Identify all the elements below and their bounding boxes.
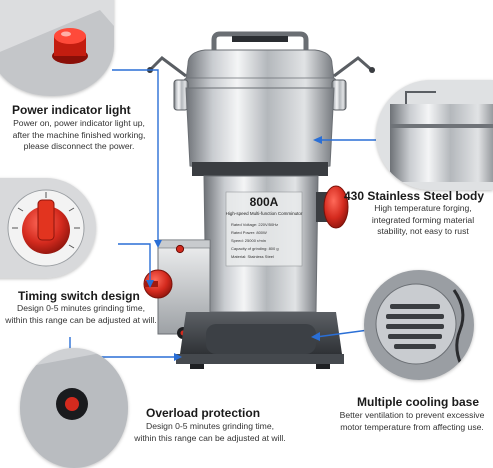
overload-callout bbox=[20, 348, 128, 468]
overload-button-icon[interactable] bbox=[56, 388, 88, 420]
steel-body-line-3: stability, not easy to rust bbox=[377, 226, 469, 236]
steel-body-line-2: integrated forming material bbox=[371, 214, 475, 225]
latch-clamp-right[interactable] bbox=[331, 56, 375, 111]
power-light-title: Power indicator light bbox=[12, 103, 131, 117]
cooling-base-desc: Better ventilation to prevent excessive … bbox=[334, 410, 490, 433]
pointer-arrowheads bbox=[146, 136, 322, 361]
steel-body-line-1: High temperature forging, bbox=[374, 203, 472, 213]
overload-title: Overload protection bbox=[146, 406, 261, 420]
nameplate-line: Capacity of grinding: 800 g bbox=[231, 246, 279, 251]
timing-switch-desc: Design 0-5 minutes grinding time, within… bbox=[2, 303, 160, 326]
plate-title: High-speed Multi-function Comminutor bbox=[226, 211, 303, 216]
steel-body-desc: High temperature forging, integrated for… bbox=[356, 203, 490, 238]
cooling-line-2: motor temperature from affecting use. bbox=[340, 421, 484, 432]
latch-clamp-left[interactable] bbox=[146, 56, 189, 111]
power-light bbox=[175, 244, 185, 254]
power-light-callout bbox=[0, 0, 114, 96]
steel-body-callout bbox=[376, 80, 493, 190]
grinding-bowl bbox=[185, 87, 335, 176]
power-light-line-2: after the machine finished working, bbox=[12, 129, 146, 140]
nameplate-line: Material: Stainless Steel bbox=[231, 254, 274, 259]
steel-body-title: 430 Stainless Steel body bbox=[344, 189, 485, 203]
overload-line-1: Design 0-5 minutes grinding time, bbox=[145, 421, 274, 431]
model-label: 800A bbox=[250, 195, 279, 209]
timing-switch-title: Timing switch design bbox=[18, 289, 140, 303]
motor-body bbox=[203, 175, 319, 313]
side-knob[interactable] bbox=[316, 185, 349, 229]
timing-line-2: within this range can be adjusted at wil… bbox=[5, 314, 157, 325]
timing-line-1: Design 0-5 minutes grinding time, bbox=[16, 303, 145, 313]
overload-line-2: within this range can be adjusted at wil… bbox=[134, 432, 286, 443]
power-light-icon bbox=[52, 28, 88, 64]
timer-dial-ticks bbox=[12, 192, 80, 249]
cooling-base-callout bbox=[364, 270, 474, 380]
nameplate-line: Rated Power: 800W bbox=[231, 230, 267, 235]
nameplate-line: Speed: 25000 r/min bbox=[231, 238, 266, 243]
lid-handle[interactable] bbox=[211, 31, 309, 54]
power-light-desc: Power on, power indicator light up, afte… bbox=[4, 118, 154, 153]
overload-desc: Design 0-5 minutes grinding time, within… bbox=[130, 421, 290, 444]
cooling-line-1: Better ventilation to prevent excessive bbox=[339, 410, 485, 420]
grinder-lid bbox=[183, 49, 337, 89]
timer-knob-icon[interactable] bbox=[22, 199, 70, 254]
power-light-line-1: Power on, power indicator light up, bbox=[13, 118, 145, 128]
power-light-line-3: please disconnect the power. bbox=[23, 141, 135, 151]
cooling-base-title: Multiple cooling base bbox=[357, 395, 480, 409]
timing-switch-callout bbox=[0, 178, 96, 278]
nameplate-line: Rated Voltage: 220V/50Hz bbox=[231, 222, 278, 227]
vent-icon bbox=[386, 304, 444, 349]
grinder-base bbox=[176, 312, 344, 369]
